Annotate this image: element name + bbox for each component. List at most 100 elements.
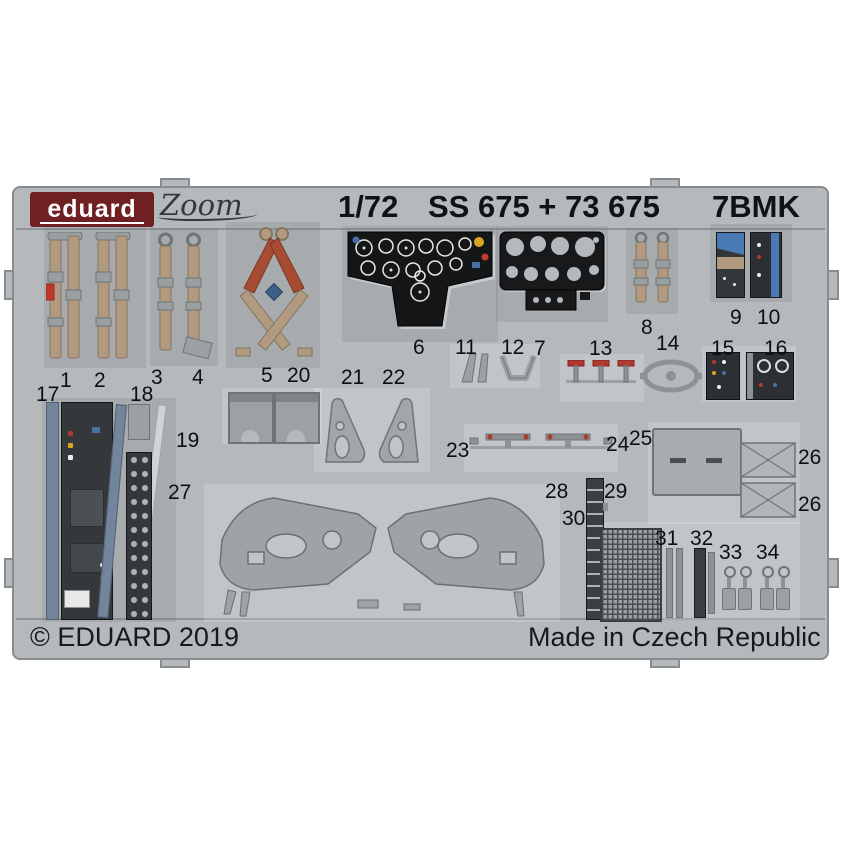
detail-dot (712, 371, 716, 375)
footer-divider (16, 618, 825, 620)
scale-text: 1/72 (338, 189, 399, 224)
part-label: 30 (562, 507, 586, 530)
dial-ring (775, 359, 789, 373)
detail-dot (757, 243, 761, 247)
part-19-box (228, 392, 274, 444)
panel-detail (747, 353, 753, 399)
part-label: 11 (455, 336, 477, 359)
part-label: 12 (501, 336, 525, 359)
detail-dot (723, 277, 726, 280)
header-divider (16, 228, 825, 230)
part-label: 8 (641, 316, 653, 339)
pedal-knob (778, 566, 790, 578)
part-33-pedal (722, 566, 736, 616)
part-34-pedal (776, 566, 790, 616)
pedal-stem (743, 578, 747, 588)
part-23-24-assembly (469, 433, 613, 449)
part-25-plate (652, 428, 742, 496)
part-15-panel (706, 352, 740, 400)
part-label: 19 (176, 429, 200, 452)
part-label: 22 (382, 366, 406, 389)
part-31-rod (676, 548, 683, 618)
product-codes: SS 675 + 73 675 (428, 189, 660, 224)
pedal-knob (740, 566, 752, 578)
part-32-strip (694, 548, 706, 618)
panel-detail (70, 543, 104, 573)
panel-detail (70, 489, 104, 527)
part-label: 31 (655, 527, 679, 550)
part-32-rod (708, 552, 715, 614)
box-band (276, 394, 318, 402)
detail-dot (68, 431, 73, 436)
part-34-pedal (760, 566, 774, 616)
part-22-fillet (378, 397, 419, 463)
part-label: 28 (545, 480, 569, 503)
pedal-knob (762, 566, 774, 578)
part-label: 33 (719, 541, 743, 564)
part-1-2-seatbelts (46, 232, 131, 359)
detail-dot (759, 383, 763, 387)
part-16-panel (746, 352, 794, 400)
pedal-stem (727, 578, 731, 588)
part-label: 34 (756, 541, 780, 564)
variant-code: 7BMK (712, 189, 800, 224)
part-label: 9 (730, 306, 742, 329)
small-white-plate (64, 590, 90, 608)
panel-detail (92, 427, 100, 433)
part-3-4-seatbelts (157, 232, 213, 360)
detail-dot (68, 443, 73, 448)
part-label: 18 (130, 383, 154, 406)
zoom-logo: Zoom (158, 188, 257, 222)
eduard-logo-text: eduard (47, 195, 137, 223)
dial-ring (757, 359, 771, 373)
plate-slot (706, 458, 722, 463)
part-9-panel (716, 232, 745, 298)
detail-dot (68, 455, 73, 460)
panel-detail (717, 257, 744, 269)
etched-plate (626, 228, 678, 314)
part-31-rod (666, 548, 673, 618)
part-30-mesh (600, 528, 662, 622)
part-label: 3 (151, 366, 163, 389)
part-label: 13 (589, 337, 613, 360)
part-7-instrument-panel (499, 231, 606, 311)
detail-dot (757, 273, 761, 277)
eduard-logo: eduard (30, 192, 154, 227)
part-label: 23 (446, 439, 470, 462)
detail-dot (773, 383, 777, 387)
part-label: 7 (534, 337, 546, 360)
panel-detail (717, 233, 744, 255)
part-33-pedal (738, 566, 752, 616)
detail-dot (757, 255, 761, 259)
detail-dot (717, 385, 721, 389)
part-19-box (274, 392, 320, 444)
part-label: 15 (711, 337, 735, 360)
part-label: 32 (690, 527, 714, 550)
origin-text: Made in Czech Republic (528, 622, 821, 652)
part-label: 16 (764, 337, 788, 360)
part-label: 17 (36, 383, 60, 406)
pedal-knob (724, 566, 736, 578)
small-gray-plate (128, 404, 150, 440)
part-label: 4 (192, 366, 204, 389)
pedal-foot (760, 588, 774, 610)
detail-dot (712, 360, 716, 364)
part-label: 21 (341, 366, 365, 389)
box-band (230, 394, 272, 402)
part-27-ladder-strip (126, 452, 152, 620)
box-notch (241, 430, 259, 442)
box-notch (287, 430, 305, 442)
part-label: 25 (629, 427, 653, 450)
part-28-fuselage-frames (219, 497, 545, 617)
part-26-fold-plate (740, 482, 796, 518)
plate-slot (670, 458, 686, 463)
pedal-foot (738, 588, 752, 610)
detail-dot (722, 371, 726, 375)
part-label: 1 (60, 369, 72, 392)
part-14-ring (640, 359, 702, 393)
part-26-fold-plate (740, 442, 796, 478)
part-18-sidewall-panel (61, 402, 113, 620)
pedal-stem (765, 578, 769, 588)
part-label: 10 (757, 306, 781, 329)
part-label: 27 (168, 481, 192, 504)
